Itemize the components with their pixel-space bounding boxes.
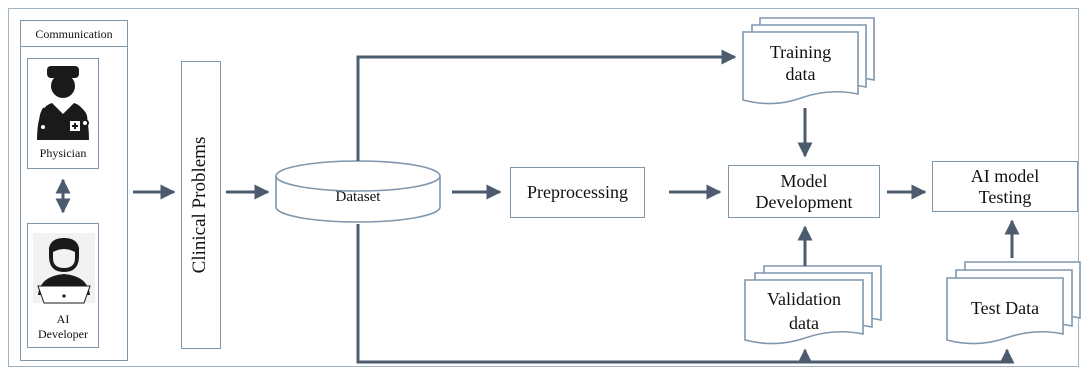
ai-model-testing-label-line2: Testing (978, 186, 1032, 207)
physician-label: Physician (39, 146, 87, 160)
communication-title-divider (21, 46, 127, 48)
test-data-label: Test Data (970, 298, 1040, 318)
ai-developer-icon (33, 233, 95, 304)
clinical-problems-box (181, 61, 221, 349)
ai-model-testing-box: AI model Testing (932, 161, 1078, 212)
arrow-dataset-to-training (356, 49, 737, 161)
flow-arrows (133, 49, 1020, 364)
ai-developer-label-line2: Developer (38, 327, 88, 341)
preprocessing-label: Preprocessing (527, 182, 628, 202)
training-data-label-line2: data (785, 64, 816, 84)
ai-developer-label-line1: AI (56, 312, 70, 326)
preprocessing-box: Preprocessing (510, 167, 645, 218)
dataset-label: Dataset (335, 189, 381, 205)
training-data-label-line1: Training (769, 42, 832, 62)
model-development-box: Model Development (728, 165, 880, 218)
dataset-cylinder (275, 160, 441, 223)
validation-data-label-line2: data (789, 313, 819, 333)
model-development-label-line1: Model (780, 170, 828, 191)
communication-title: Communication (35, 27, 113, 41)
line-dataset-bottom (356, 224, 1007, 364)
ai-model-testing-label-line1: AI model (970, 165, 1040, 186)
validation-data-doc-stack (744, 265, 882, 345)
training-data-doc-stack (742, 17, 875, 105)
diagram-frame (8, 8, 1079, 367)
model-development-label-line2: Development (755, 191, 853, 212)
validation-data-label-line1: Validation (767, 289, 841, 309)
physician-icon (37, 66, 89, 140)
test-data-doc-stack (946, 261, 1081, 345)
